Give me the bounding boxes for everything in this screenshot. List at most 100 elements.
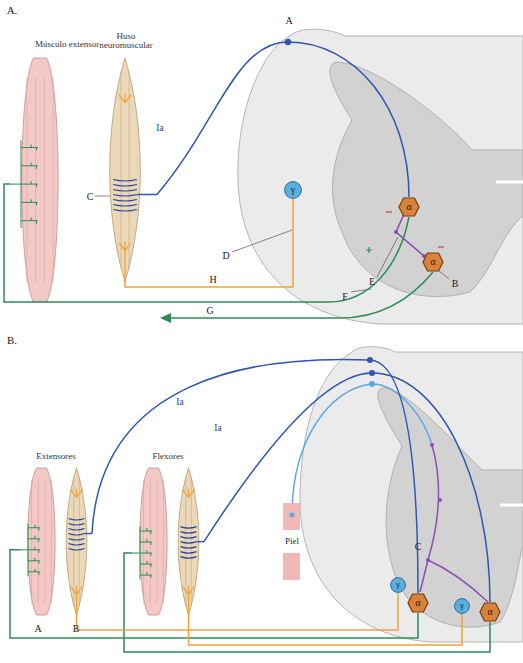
callout-letter: C: [415, 541, 422, 552]
synapse-dot: [430, 443, 434, 447]
gamma-endings: [71, 488, 83, 615]
fiber-label: Ia: [176, 397, 183, 407]
skin-receptor: [290, 513, 295, 518]
callout-letter: C: [87, 191, 94, 202]
spindle-body: [110, 58, 141, 282]
muscle-fibers: [32, 480, 52, 603]
excitation-mark: [366, 247, 372, 253]
ganglion-cell: [369, 370, 375, 376]
muscle-body: [28, 468, 55, 615]
node-heading: Flexores: [132, 452, 204, 461]
gamma-neuron: γ: [284, 181, 302, 199]
alpha-axon: [4, 184, 409, 302]
white-matter: [238, 29, 523, 324]
fiber-label: Ia: [156, 123, 163, 133]
afferent-fiber: [197, 541, 204, 543]
node-shape: [10, 40, 100, 302]
muscle-fibers: [27, 78, 53, 283]
muscle-node: Músculo extensor: [10, 40, 100, 302]
alpha-neuron: α: [479, 602, 501, 622]
node-heading: Músculo extensor: [10, 40, 100, 49]
gamma-axon: [77, 593, 398, 630]
gamma-motoneuron: [285, 182, 302, 199]
alpha-axon: [124, 553, 490, 652]
afferent-fiber: [137, 194, 157, 196]
muscle-node: Huso neuromuscular: [95, 32, 157, 282]
alpha-motoneuron: [423, 253, 443, 271]
gamma-neuron: γ: [454, 598, 470, 614]
alpha-neuron: α: [398, 197, 420, 217]
interneuron-chain: [420, 445, 488, 602]
muscle-body: [140, 468, 167, 615]
afferent-fiber: [157, 42, 409, 197]
alpha-neuron: α: [407, 593, 429, 613]
panel-label: A.: [7, 4, 18, 16]
ganglion-cell: [367, 357, 373, 363]
muscle-node: Extensores: [20, 452, 92, 615]
skin-patch: [283, 553, 300, 580]
node-symbol: Piel: [280, 503, 304, 580]
callout-letter: B: [73, 623, 80, 634]
motor-axon: [170, 272, 433, 318]
gamma-motoneuron: [391, 578, 406, 593]
motor-endplates: [10, 140, 38, 228]
callout-letter: B: [452, 278, 459, 289]
callout-letter: G: [206, 305, 213, 316]
panel-label: B.: [7, 334, 17, 346]
afferent-fiber: [85, 533, 92, 535]
gray-matter: [330, 62, 523, 297]
node-symbol: α: [398, 197, 420, 217]
gamma-endings: [119, 94, 131, 282]
node-heading: Huso neuromuscular: [95, 32, 157, 51]
skin-node: Piel: [280, 503, 304, 580]
annulospiral-ending: [113, 180, 137, 212]
alpha-motoneuron: [480, 603, 500, 621]
gray-matter: [378, 388, 523, 627]
muscle-body: [22, 58, 58, 302]
node-symbol: α: [422, 252, 444, 272]
central-canal: [496, 181, 523, 184]
callout-letter: F: [342, 291, 348, 302]
motor-endplates: [132, 527, 152, 580]
synapse-dot: [426, 558, 430, 562]
skin-afferent: [292, 384, 432, 515]
node-heading: Extensores: [20, 452, 92, 461]
node-symbol: γ: [390, 577, 406, 593]
callout-letter: E: [369, 276, 375, 287]
gamma-motoneuron: [455, 599, 470, 614]
gamma-endings: [183, 488, 195, 615]
spindle-body: [66, 468, 87, 615]
spindle-body: [178, 468, 199, 615]
callout-letter: D: [222, 250, 229, 261]
node-shape: [132, 452, 204, 615]
motor-endplates: [20, 523, 40, 576]
central-canal: [500, 504, 523, 507]
leader-line: [95, 196, 449, 292]
annulospiral-ending: [180, 527, 196, 559]
gamma-neuron: γ: [390, 577, 406, 593]
alpha-motoneuron: [399, 198, 419, 216]
white-matter: [300, 347, 523, 642]
afferent-fiber: [204, 373, 490, 602]
callout-letter: A: [285, 15, 292, 26]
callout-letter: H: [209, 274, 216, 285]
interneuron: [396, 214, 424, 256]
node-shape: [20, 452, 92, 615]
annulospiral-ending: [68, 519, 84, 551]
node-symbol: γ: [454, 598, 470, 614]
callout-letter: A: [34, 623, 41, 634]
muscle-node: Flexores: [132, 452, 204, 615]
node-symbol: γ: [284, 181, 302, 199]
gamma-axon: [189, 614, 462, 645]
synapse-dot: [438, 498, 442, 502]
node-symbol: α: [479, 602, 501, 622]
ganglion-cell: [285, 39, 291, 45]
arrow-head: [160, 313, 171, 323]
alpha-motoneuron: [408, 594, 428, 612]
fiber-label: Ia: [214, 423, 221, 433]
gamma-axon: [125, 199, 293, 287]
skin-patch: [283, 503, 300, 530]
node-shape: [95, 32, 157, 282]
inhibition-mark: [386, 212, 444, 247]
